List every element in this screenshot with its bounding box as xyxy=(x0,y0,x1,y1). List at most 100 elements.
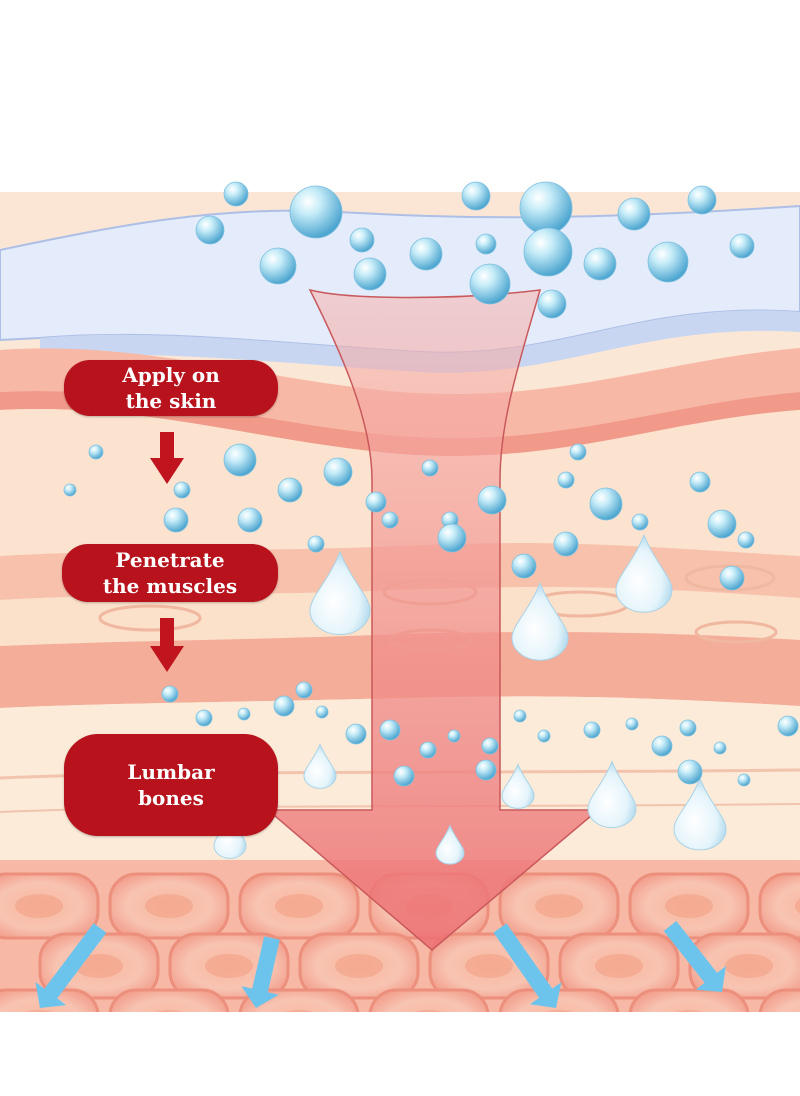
cell-nucleus xyxy=(725,954,773,978)
cell-nucleus xyxy=(595,954,643,978)
bubble-icon xyxy=(379,719,401,741)
cell-nucleus xyxy=(275,894,323,918)
bubble-icon xyxy=(719,565,745,591)
blue-arrow-icon xyxy=(663,921,726,992)
bubble-icon xyxy=(237,507,263,533)
bubble-icon xyxy=(617,197,651,231)
blue-arrow-icon xyxy=(35,923,107,1008)
bubble-icon xyxy=(651,735,673,757)
bubbles xyxy=(63,181,799,787)
bubble-icon xyxy=(419,741,437,759)
step-1-line-1: Apply on xyxy=(122,363,220,387)
bubble-icon xyxy=(553,531,579,557)
bubble-icon xyxy=(323,457,353,487)
cell-nucleus xyxy=(205,954,253,978)
blue-arrow-icon xyxy=(493,923,562,1008)
cell-nucleus xyxy=(15,894,63,918)
bubble-icon xyxy=(345,723,367,745)
bubble-icon xyxy=(513,709,527,723)
bubble-icon xyxy=(365,491,387,513)
droplet-icon xyxy=(673,777,727,851)
bubble-icon xyxy=(259,247,297,285)
bubble-icon xyxy=(475,759,497,781)
step-3-line-1: Lumbar xyxy=(127,760,215,784)
step-down-arrow-icon xyxy=(150,618,184,672)
droplet-icon xyxy=(309,550,371,635)
bubble-icon xyxy=(631,513,649,531)
cell-nucleus xyxy=(665,894,713,918)
droplet-icon xyxy=(435,824,465,865)
bubble-icon xyxy=(523,227,573,277)
penetration-arrow-icon xyxy=(265,288,601,951)
droplet-icon xyxy=(615,533,673,613)
bubble-icon xyxy=(481,737,499,755)
step-penetrate-muscles: Penetrate the muscles xyxy=(62,544,278,602)
bubble-icon xyxy=(409,237,443,271)
bubble-icon xyxy=(583,247,617,281)
droplet-icon xyxy=(213,813,247,859)
step-apply-on-skin: Apply on the skin xyxy=(64,360,278,416)
cell-layer xyxy=(0,860,800,1096)
bubble-icon xyxy=(161,685,179,703)
bubble-icon xyxy=(273,695,295,717)
bubble-icon xyxy=(537,289,567,319)
bubble-icon xyxy=(461,181,491,211)
bubble-icon xyxy=(307,535,325,553)
bubble-icon xyxy=(589,487,623,521)
bubble-icon xyxy=(477,485,507,515)
bubble-icon xyxy=(277,477,303,503)
blue-arrow-icon xyxy=(241,936,280,1008)
bubble-icon xyxy=(647,241,689,283)
cell-nucleus xyxy=(75,954,123,978)
bubble-icon xyxy=(223,181,249,207)
bottom-margin xyxy=(0,1012,800,1096)
bubble-icon xyxy=(475,233,497,255)
droplet-icon xyxy=(303,743,337,789)
bubble-icon xyxy=(295,681,313,699)
cell-nucleus xyxy=(465,954,513,978)
step-1-line-2: the skin xyxy=(125,389,217,413)
bubble-icon xyxy=(679,719,697,737)
bubble-icon xyxy=(88,444,104,460)
bubble-icon xyxy=(687,185,717,215)
step-lumbar-bones: Lumbar bones xyxy=(64,734,278,836)
bubble-icon xyxy=(173,481,191,499)
bubble-icon xyxy=(315,705,329,719)
bubble-icon xyxy=(569,443,587,461)
bubble-icon xyxy=(713,741,727,755)
bubble-icon xyxy=(707,509,737,539)
bubble-icon xyxy=(777,715,799,737)
bubble-icon xyxy=(537,729,551,743)
bubble-icon xyxy=(421,459,439,477)
bubble-icon xyxy=(195,709,213,727)
bubble-icon xyxy=(437,523,467,553)
bubble-icon xyxy=(163,507,189,533)
droplet-icon xyxy=(511,581,569,661)
step-3-line-2: bones xyxy=(138,786,204,810)
bubble-icon xyxy=(511,553,537,579)
bubble-icon xyxy=(519,181,573,235)
droplets xyxy=(213,533,727,865)
cell-nucleus xyxy=(795,898,800,914)
bubble-icon xyxy=(677,759,703,785)
bubble-icon xyxy=(195,215,225,245)
bubble-icon xyxy=(689,471,711,493)
bubble-icon xyxy=(289,185,343,239)
bubble-icon xyxy=(469,263,511,305)
bubble-icon xyxy=(237,707,251,721)
droplet-icon xyxy=(587,760,637,829)
bubble-icon xyxy=(737,773,751,787)
bubble-icon xyxy=(63,483,77,497)
cell-nucleus xyxy=(335,954,383,978)
bubble-icon xyxy=(625,717,639,731)
bubble-icon xyxy=(353,257,387,291)
bubble-icon xyxy=(737,531,755,549)
bubble-icon xyxy=(223,443,257,477)
step-2-line-2: the muscles xyxy=(102,574,238,598)
droplet-icon xyxy=(501,763,535,809)
cell-nucleus xyxy=(535,894,583,918)
blue-arrows xyxy=(35,921,726,1008)
bubble-icon xyxy=(583,721,601,739)
bubble-icon xyxy=(729,233,755,259)
